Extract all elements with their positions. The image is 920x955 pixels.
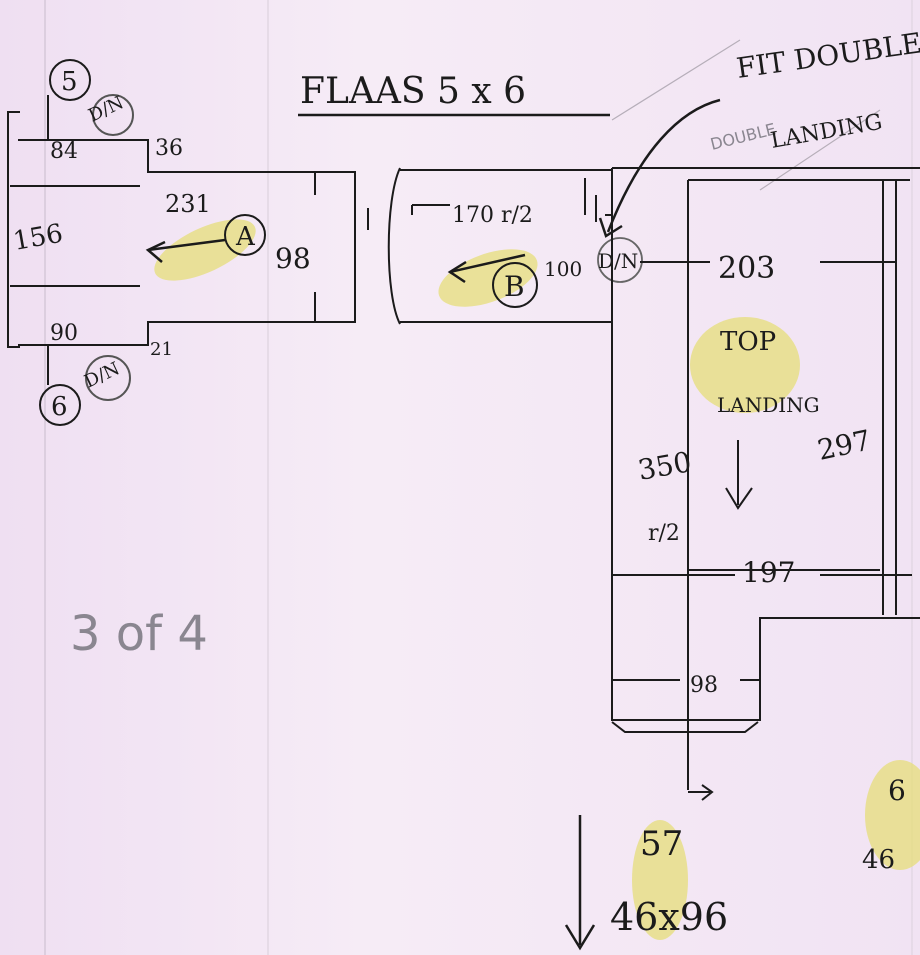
top-landing bbox=[611, 167, 920, 801]
room-b-width: 170 r/2 bbox=[452, 203, 533, 228]
landing-label-1: TOP bbox=[720, 327, 776, 357]
note-arrow bbox=[606, 98, 721, 233]
door-6-circle bbox=[39, 384, 81, 426]
landing-left: 350 bbox=[635, 445, 693, 487]
landing-note: FIT DOUBLE DOUBLE LANDING bbox=[598, 26, 920, 238]
room-a-width: 231 bbox=[165, 190, 211, 218]
plan-title: FLAAS 5 x 6 bbox=[300, 71, 526, 112]
room-b bbox=[387, 167, 613, 325]
door-b-dn-circle bbox=[597, 237, 643, 283]
door-6-text: D/N bbox=[81, 358, 123, 392]
landing-right: 297 bbox=[815, 423, 874, 466]
pencil-scribbles bbox=[611, 39, 881, 191]
landing-bottom: 197 bbox=[742, 556, 795, 589]
door-b-text: D/N bbox=[598, 249, 638, 273]
room-a-bottom-right: 21 bbox=[150, 339, 173, 360]
note-line-2: DOUBLE bbox=[708, 119, 777, 154]
room-b-label-circle bbox=[492, 262, 538, 308]
landing-left-sub: r/2 bbox=[648, 521, 680, 546]
edge-partial-1: 6 bbox=[888, 774, 906, 807]
room-a bbox=[7, 95, 369, 385]
note-line-1: FIT DOUBLE bbox=[734, 26, 920, 85]
note-line-3: LANDING bbox=[769, 110, 885, 154]
room-a-top-right: 36 bbox=[155, 136, 183, 161]
room-a-height: 156 bbox=[11, 219, 65, 257]
room-b-label: B bbox=[504, 270, 525, 303]
note-arrowhead bbox=[598, 217, 623, 238]
room-a-label-circle bbox=[224, 214, 266, 256]
highlighter-marks bbox=[154, 219, 920, 940]
below-size: 46x96 bbox=[610, 895, 728, 939]
room-a-top-left: 84 bbox=[50, 139, 78, 164]
room-b-depth: 100 bbox=[544, 257, 582, 281]
door-5-circle bbox=[49, 59, 91, 101]
door-6-dn-circle bbox=[85, 355, 131, 401]
page-label: 3 of 4 bbox=[70, 606, 208, 662]
door-6-number: 6 bbox=[51, 392, 68, 422]
edge-partial-2: 46 bbox=[862, 845, 895, 875]
room-a-bottom-left: 90 bbox=[50, 321, 78, 346]
landing-top: 203 bbox=[718, 251, 775, 286]
door-5-number: 5 bbox=[61, 67, 78, 97]
door-5-dn-circle bbox=[92, 94, 134, 136]
lower-stair bbox=[564, 815, 596, 951]
below-top: 57 bbox=[640, 824, 683, 864]
landing-step: 98 bbox=[690, 673, 718, 698]
room-a-depth: 98 bbox=[275, 242, 311, 275]
room-a-label: A bbox=[235, 222, 256, 252]
landing-label-2: LANDING bbox=[717, 393, 820, 417]
